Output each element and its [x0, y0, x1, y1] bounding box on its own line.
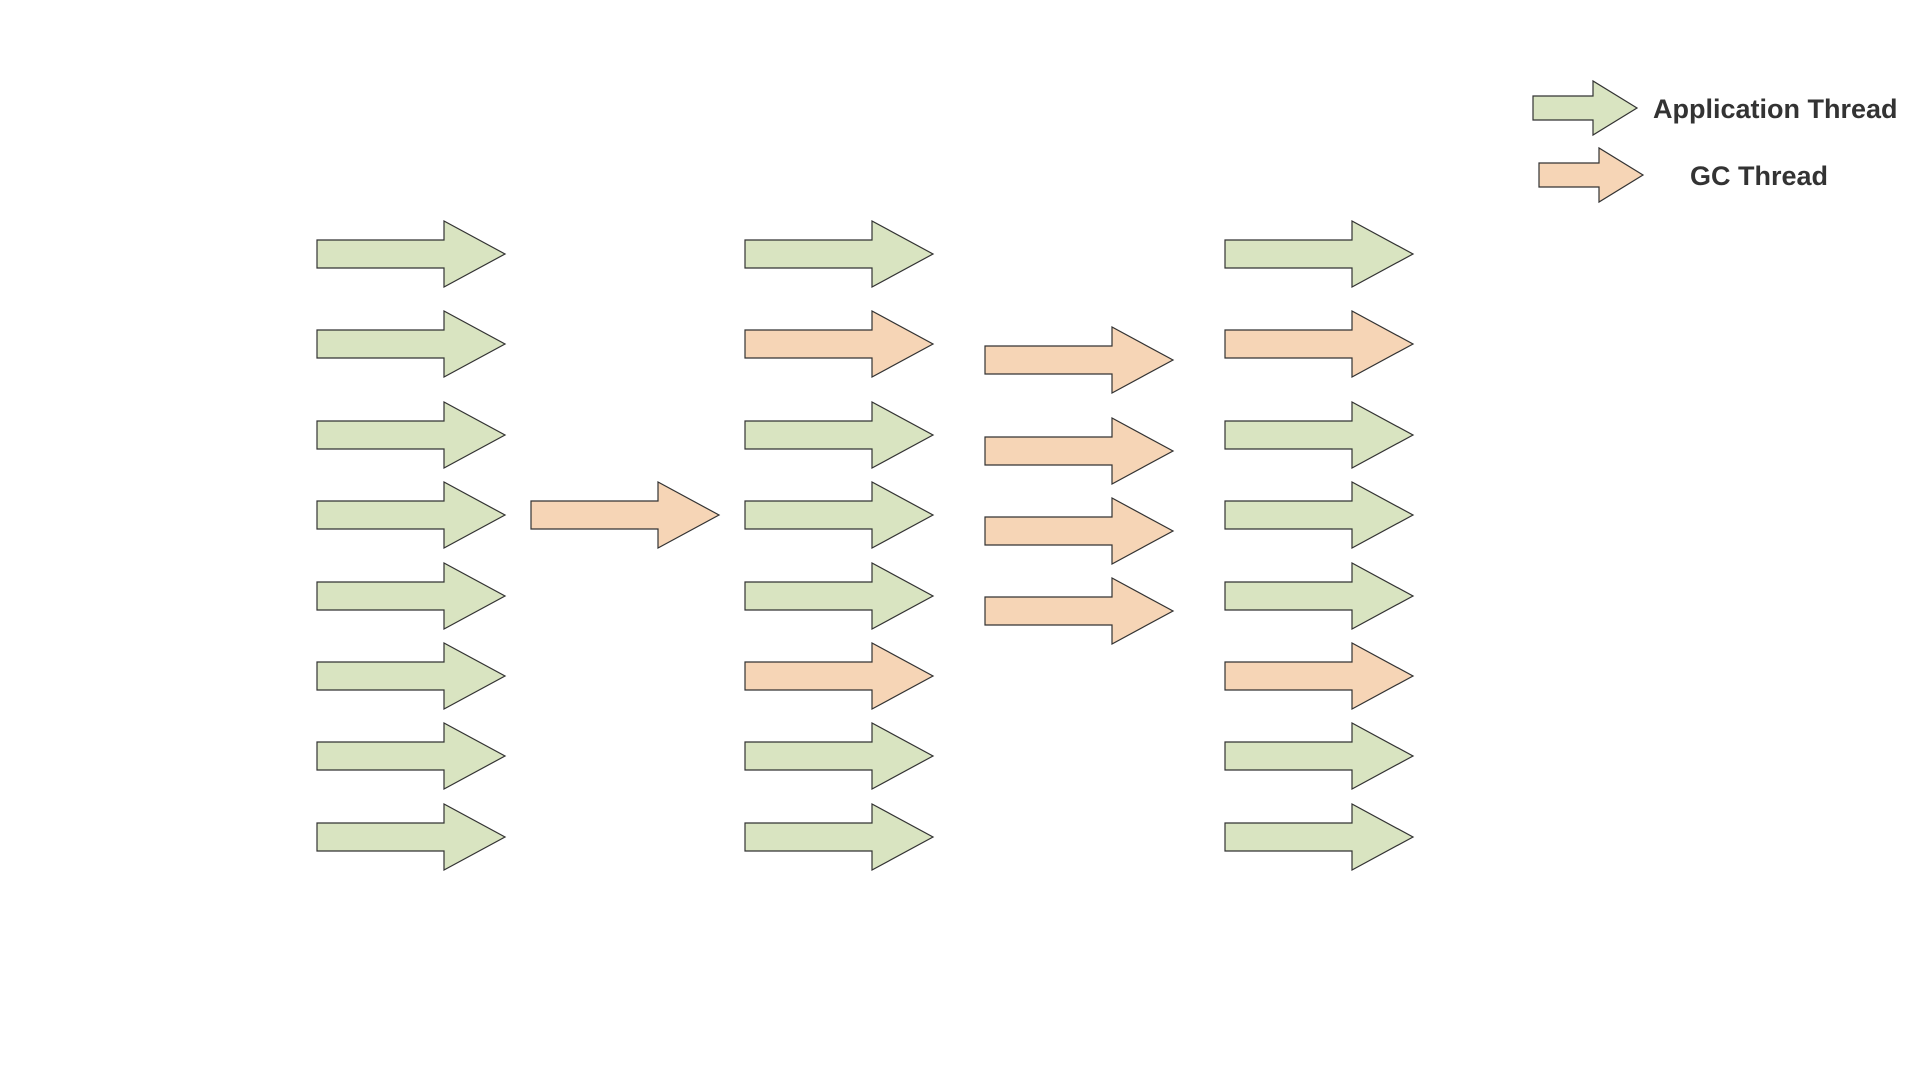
- application-thread-arrow: [316, 219, 507, 289]
- application-thread-arrow: [744, 802, 935, 872]
- phase-1-running: [316, 219, 507, 872]
- application-thread-arrow: [744, 219, 935, 289]
- phase-5-concurrent: [1224, 219, 1415, 872]
- legend: [1532, 79, 1645, 204]
- application-thread-arrow: [744, 561, 935, 631]
- application-thread-arrow: [1224, 480, 1415, 550]
- application-thread-arrow: [316, 480, 507, 550]
- legend-application-label: Application Thread: [1653, 94, 1898, 124]
- gc-thread-arrow: [744, 641, 935, 711]
- application-thread-arrow: [1224, 561, 1415, 631]
- application-thread-arrow: [316, 641, 507, 711]
- application-thread-arrow: [1224, 219, 1415, 289]
- phase-3-concurrent: [744, 219, 935, 872]
- legend-gc-label: GC Thread: [1690, 161, 1829, 191]
- application-thread-arrow: [744, 480, 935, 550]
- phase-4-parallel-gc: [984, 325, 1175, 646]
- legend-gc-arrow: [1538, 146, 1645, 204]
- application-thread-arrow: [316, 802, 507, 872]
- application-thread-arrow: [316, 721, 507, 791]
- gc-thread-arrow: [984, 416, 1175, 486]
- gc-thread-arrow: [1224, 309, 1415, 379]
- application-thread-arrow: [316, 309, 507, 379]
- gc-thread-arrow: [984, 496, 1175, 566]
- legend-application-arrow: [1532, 79, 1639, 137]
- phase-2-serial-gc: [530, 480, 721, 550]
- application-thread-arrow: [1224, 721, 1415, 791]
- application-thread-arrow: [316, 400, 507, 470]
- gc-thread-arrow: [984, 576, 1175, 646]
- gc-thread-arrow: [984, 325, 1175, 395]
- thread-columns: [316, 219, 1415, 872]
- gc-thread-arrow: [1224, 641, 1415, 711]
- gc-thread-arrow: [744, 309, 935, 379]
- gc-thread-arrow: [530, 480, 721, 550]
- application-thread-arrow: [1224, 400, 1415, 470]
- application-thread-arrow: [744, 400, 935, 470]
- application-thread-arrow: [744, 721, 935, 791]
- application-thread-arrow: [1224, 802, 1415, 872]
- application-thread-arrow: [316, 561, 507, 631]
